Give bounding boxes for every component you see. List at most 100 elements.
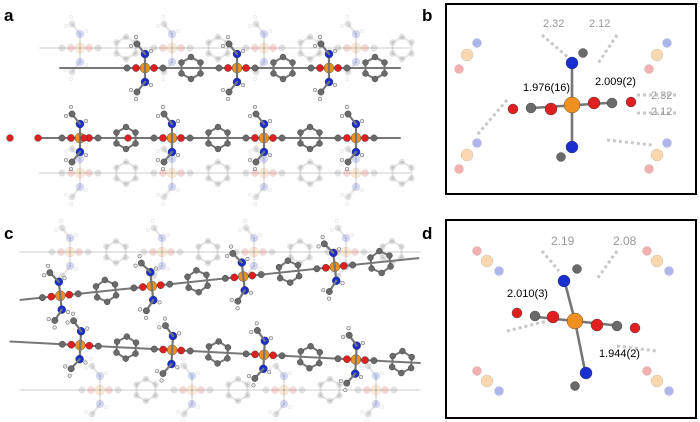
carbon-atom bbox=[205, 50, 212, 57]
carbon-atom bbox=[344, 145, 352, 153]
hydrogen-atom bbox=[175, 63, 180, 68]
hydrogen-atom bbox=[175, 410, 180, 415]
hydrogen-atom bbox=[340, 113, 345, 118]
carbon-atom bbox=[278, 44, 286, 52]
carbon-atom bbox=[320, 240, 328, 248]
carbon-atom bbox=[203, 271, 210, 279]
oxygen-atom bbox=[150, 64, 158, 72]
carbon-atom bbox=[58, 44, 66, 52]
carbon-atom bbox=[388, 363, 396, 371]
nitrogen-atom bbox=[167, 57, 177, 67]
oxygen-atom bbox=[361, 169, 369, 177]
panel-b-box: 1.976(16) 2.009(2) 2.32 2.12 2.32 2.12 bbox=[445, 3, 697, 195]
hydrogen-atom bbox=[335, 218, 340, 223]
metal-atom bbox=[340, 246, 352, 258]
bond bbox=[336, 264, 348, 278]
nitrogen-atom bbox=[494, 266, 504, 276]
bond bbox=[125, 126, 137, 134]
carbon-atom bbox=[58, 169, 66, 177]
hydrogen-atom bbox=[83, 152, 88, 157]
carbon-atom bbox=[195, 289, 202, 296]
carbon-atom bbox=[150, 224, 158, 232]
hydrogen-atom bbox=[268, 118, 273, 123]
nitrogen-atom bbox=[494, 386, 504, 396]
oxygen-atom bbox=[65, 290, 74, 299]
hydrogen-atom bbox=[237, 227, 242, 232]
carbon-atom bbox=[123, 64, 131, 72]
bond bbox=[346, 185, 358, 199]
carbon-atom bbox=[252, 145, 260, 153]
carbon-atom bbox=[295, 272, 303, 280]
carbon-atom bbox=[68, 110, 76, 118]
metal-atom bbox=[323, 62, 335, 74]
hydrogen-atom bbox=[128, 44, 133, 49]
hydrogen-atom bbox=[237, 272, 242, 277]
bond bbox=[125, 52, 137, 60]
hydrogen-atom bbox=[68, 139, 73, 144]
bond bbox=[152, 226, 164, 240]
carbon-atom bbox=[214, 360, 221, 367]
carbon-atom bbox=[186, 134, 194, 142]
nitrogen-atom bbox=[259, 147, 269, 157]
hydrogen-atom bbox=[321, 288, 326, 293]
hydrogen-atom bbox=[220, 87, 225, 92]
carbon-atom bbox=[316, 349, 324, 356]
hydrogen-atom bbox=[83, 153, 88, 158]
bond bbox=[253, 367, 265, 380]
bond bbox=[240, 261, 245, 278]
nitrogen-atom bbox=[259, 29, 269, 39]
carbon-atom bbox=[137, 259, 145, 267]
bond bbox=[72, 319, 83, 333]
bond bbox=[401, 36, 413, 44]
metal-atom bbox=[650, 254, 664, 268]
carbon-atom bbox=[38, 294, 46, 301]
oxygen-atom bbox=[159, 44, 167, 52]
bond bbox=[254, 150, 266, 164]
bond bbox=[19, 257, 420, 301]
carbon-atom bbox=[160, 20, 168, 28]
carbon-atom bbox=[68, 193, 76, 201]
carbon-atom bbox=[186, 347, 194, 355]
bond bbox=[70, 147, 82, 161]
carbon-atom bbox=[398, 369, 405, 377]
nitrogen-atom bbox=[371, 371, 381, 381]
nitrogen-atom bbox=[140, 77, 150, 87]
carbon-atom bbox=[253, 327, 261, 334]
carbon-atom bbox=[58, 224, 66, 232]
carbon-atom bbox=[152, 381, 159, 388]
hydrogen-atom bbox=[103, 371, 108, 376]
nitrogen-atom bbox=[279, 399, 289, 409]
carbon-atom bbox=[389, 175, 396, 182]
nitrogen-atom bbox=[167, 182, 177, 192]
hydrogen-atom bbox=[180, 357, 185, 362]
nitrogen-atom bbox=[167, 119, 177, 129]
nitrogen-atom bbox=[75, 119, 85, 129]
carbon-atom bbox=[316, 129, 323, 136]
bond bbox=[135, 394, 147, 402]
carbon-atom bbox=[334, 134, 342, 142]
carbon-atom bbox=[225, 88, 233, 96]
carbon-atom bbox=[113, 140, 120, 147]
carbon-atom bbox=[298, 386, 306, 394]
carbon-atom bbox=[252, 110, 260, 118]
hydrogen-atom bbox=[68, 104, 73, 109]
bond bbox=[135, 378, 147, 386]
nitrogen-atom bbox=[157, 261, 167, 271]
hydrogen-atom bbox=[138, 307, 143, 312]
nitrogen-atom bbox=[579, 366, 593, 380]
bond bbox=[9, 340, 421, 364]
carbon-atom bbox=[224, 129, 231, 136]
bond bbox=[332, 251, 336, 268]
carbon-atom bbox=[113, 50, 120, 57]
bond bbox=[115, 351, 127, 360]
nitrogen-atom bbox=[472, 38, 482, 48]
hydrogen-atom bbox=[83, 187, 88, 192]
hydrogen-atom bbox=[54, 227, 59, 232]
hydrogen-atom bbox=[330, 272, 335, 277]
carbon-atom bbox=[407, 364, 415, 372]
hydrogen-atom bbox=[247, 192, 252, 197]
carbon-atom bbox=[195, 243, 202, 250]
oxygen-atom bbox=[67, 134, 75, 142]
carbon-atom bbox=[205, 343, 213, 350]
carbon-atom bbox=[334, 355, 342, 363]
